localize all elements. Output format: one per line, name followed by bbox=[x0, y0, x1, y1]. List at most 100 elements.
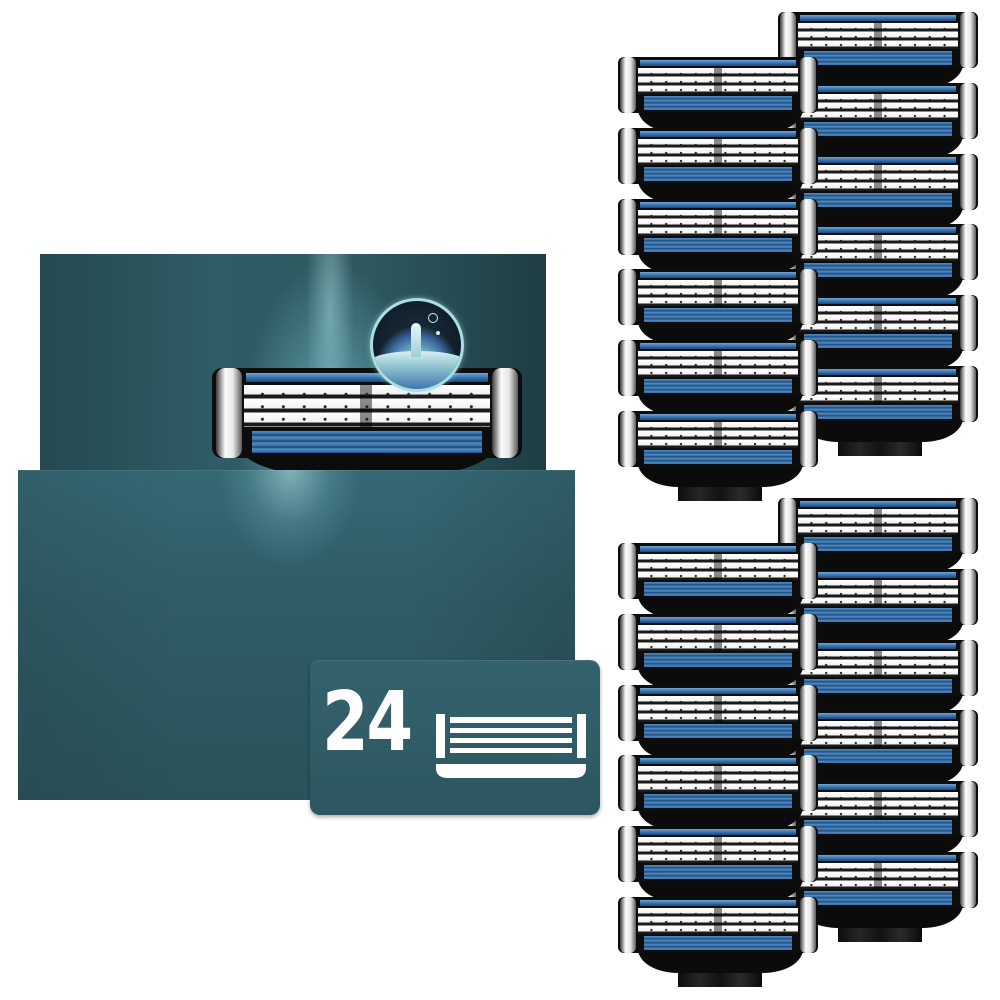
water-drop bbox=[436, 331, 440, 335]
cartridge-guard-strip bbox=[800, 571, 956, 578]
cartridge-guard-strip bbox=[800, 642, 956, 649]
cartridge-blade-dots bbox=[252, 388, 482, 424]
cartridge-guard-strip bbox=[800, 156, 956, 163]
cartridge-lubrastrip bbox=[804, 678, 952, 693]
cartridge-blade-dots bbox=[644, 211, 792, 234]
cartridge-cap-left bbox=[620, 684, 636, 741]
cartridge-lubrastrip bbox=[804, 405, 952, 419]
cartridge-guard-strip bbox=[640, 272, 796, 279]
cartridge-cap-right bbox=[800, 826, 816, 883]
cartridge-guard-strip bbox=[640, 829, 796, 836]
cartridge-lubrastrip bbox=[644, 450, 792, 464]
cartridge-blade-dots bbox=[804, 308, 952, 331]
cartridge-cap-right bbox=[960, 295, 976, 352]
cartridge-guard-strip bbox=[640, 758, 796, 765]
cartridge-cap-right bbox=[960, 498, 976, 554]
cartridge-cap-right bbox=[800, 897, 816, 953]
cartridge-lubrastrip bbox=[644, 379, 792, 394]
cartridge-lubrastrip bbox=[804, 51, 952, 65]
cartridge-cap-right bbox=[960, 639, 976, 696]
water-wave bbox=[373, 351, 461, 389]
cartridge-guard-strip bbox=[640, 201, 796, 208]
cartridge-guard-strip bbox=[640, 616, 796, 623]
cartridge-blade-dots bbox=[804, 794, 952, 817]
cartridge-cap-right bbox=[800, 269, 816, 326]
cartridge-guard-strip bbox=[800, 501, 956, 507]
razor-cartridge-icon bbox=[436, 714, 586, 778]
cartridge-guard-strip bbox=[640, 687, 796, 694]
cartridge-lubrastrip bbox=[804, 891, 952, 905]
cartridge-lubrastrip bbox=[804, 334, 952, 349]
cartridge-lubrastrip bbox=[644, 96, 792, 110]
pack-count-badge: 24 bbox=[310, 660, 600, 815]
cartridge-blade-dots bbox=[804, 581, 952, 604]
cartridge-guard-strip bbox=[800, 855, 956, 861]
cartridge-guard-strip bbox=[800, 227, 956, 234]
cartridge-cap-right bbox=[960, 568, 976, 625]
cartridge-guard-strip bbox=[800, 85, 956, 92]
cartridge-blade-dots bbox=[644, 282, 792, 305]
cartridge-lubrastrip bbox=[804, 263, 952, 278]
cartridge-guard-strip bbox=[640, 343, 796, 350]
cartridge-guard-strip bbox=[640, 546, 796, 552]
cartridge-cap-left bbox=[620, 411, 636, 467]
cartridge-lubrastrip bbox=[804, 820, 952, 835]
cartridge-blade-dots bbox=[804, 25, 952, 47]
cartridge-cap-right bbox=[800, 340, 816, 397]
cartridge-cap-right bbox=[800, 613, 816, 670]
cartridge-blade-dots bbox=[644, 424, 792, 446]
cartridge-lubrastrip bbox=[644, 582, 792, 596]
cartridge-guard-strip bbox=[640, 130, 796, 137]
cartridge-lubrastrip bbox=[644, 652, 792, 667]
cartridge-guard-strip bbox=[640, 414, 796, 420]
cartridge-cap-left bbox=[620, 198, 636, 255]
refill-cartridge bbox=[778, 366, 978, 456]
cartridge-blade-dots bbox=[804, 95, 952, 118]
refill-cartridge bbox=[778, 224, 978, 315]
cartridge-guard-strip bbox=[800, 298, 956, 305]
cartridge-lubrastrip bbox=[804, 192, 952, 207]
cartridge-lubrastrip bbox=[644, 865, 792, 880]
cartridge-cap-right bbox=[960, 153, 976, 210]
cartridge-blade-dots bbox=[644, 768, 792, 791]
cartridge-lubrastrip bbox=[644, 936, 792, 950]
cartridge-cap-left bbox=[780, 12, 796, 68]
cartridge-cap-right bbox=[800, 755, 816, 812]
cartridge-cap-left bbox=[620, 57, 636, 113]
water-splash-icon bbox=[370, 298, 464, 392]
cartridge-cap-right bbox=[960, 12, 976, 68]
cartridge-cap-right bbox=[800, 57, 816, 113]
cartridge-cap-left bbox=[620, 613, 636, 670]
cartridge-guard-strip bbox=[640, 60, 796, 66]
cartridge-cap-left bbox=[780, 498, 796, 554]
cartridge-blade-dots bbox=[644, 70, 792, 92]
cartridge-cap-right bbox=[492, 368, 518, 458]
cartridge-guard-strip bbox=[800, 15, 956, 21]
refill-cartridge bbox=[618, 340, 818, 431]
cartridge-cap-right bbox=[960, 82, 976, 139]
cartridge-blade-dots bbox=[804, 723, 952, 746]
cartridge-lubrastrip bbox=[804, 121, 952, 136]
cartridge-lubrastrip bbox=[644, 723, 792, 738]
cartridge-lubrastrip bbox=[804, 537, 952, 551]
cartridge-blade-dots bbox=[804, 511, 952, 533]
cartridge-cap-right bbox=[960, 710, 976, 767]
hero-cartridge bbox=[212, 368, 522, 488]
cartridge-cap-right bbox=[800, 127, 816, 184]
cartridge-blade-dots bbox=[644, 556, 792, 578]
cartridge-cap-left bbox=[620, 826, 636, 883]
cartridge-blade-dots bbox=[644, 626, 792, 649]
refill-cartridge bbox=[618, 897, 818, 987]
cartridge-cap-right bbox=[960, 781, 976, 838]
cartridge-cap-left bbox=[620, 127, 636, 184]
cartridge-cap-left bbox=[620, 897, 636, 953]
cartridge-cap-left bbox=[620, 269, 636, 326]
cartridge-cap-right bbox=[960, 224, 976, 281]
cartridge-blade-dots bbox=[644, 697, 792, 720]
cartridge-blade-dots bbox=[644, 353, 792, 376]
cartridge-cap-left bbox=[620, 543, 636, 599]
cartridge-lubrastrip bbox=[804, 749, 952, 764]
refill-cartridge bbox=[618, 127, 818, 218]
cartridge-cap-right bbox=[800, 411, 816, 467]
cartridge-blade-dots bbox=[804, 166, 952, 189]
